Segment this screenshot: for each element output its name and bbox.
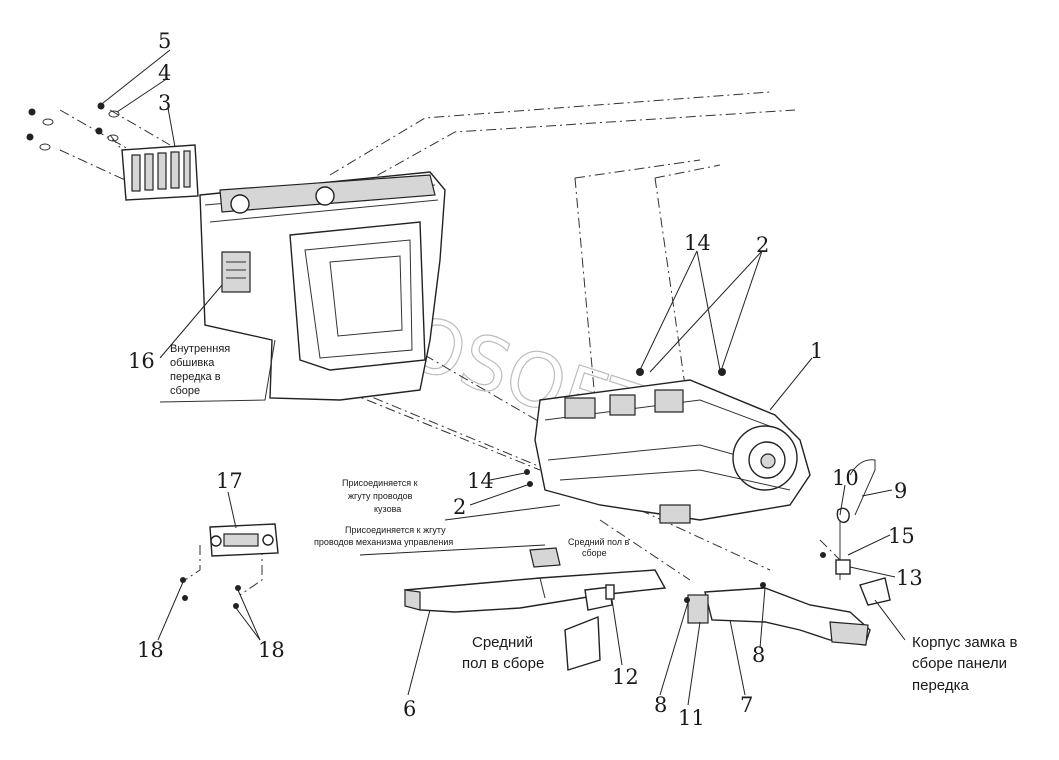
callout-4: 4: [158, 61, 171, 85]
label-middle-floor-small-line2: сборе: [582, 548, 607, 558]
callout-12: 12: [612, 665, 639, 689]
callout-18-left: 18: [137, 638, 164, 662]
callout-7: 7: [740, 693, 753, 717]
projection-lines: [59, 91, 841, 596]
label-inner-trim-line3: передка в: [170, 371, 221, 383]
callout-16: 16: [128, 349, 155, 373]
label-harness-body-line2: жгуту проводов: [348, 491, 413, 501]
callout-2-mid: 2: [453, 495, 466, 519]
callout-2-top: 2: [756, 233, 769, 257]
callout-8-right: 8: [752, 643, 765, 667]
label-middle-floor-line2: пол в сборе: [462, 655, 544, 672]
label-harness-body-line3: кузова: [374, 504, 401, 514]
callout-13: 13: [896, 566, 923, 590]
callout-5: 5: [158, 29, 171, 53]
vent-grille-part-3: [121, 144, 199, 201]
callout-18-right: 18: [258, 638, 285, 662]
label-inner-trim: Внутренняя обшивка передка в сборе: [170, 343, 230, 397]
label-harness-control: Присоединяется к жгуту проводов механизм…: [314, 525, 453, 547]
label-lock-housing-line2: сборе панели: [912, 655, 1007, 672]
middle-floor-bracket: [564, 584, 615, 671]
callout-6: 6: [403, 697, 416, 721]
control-panel-part-17: [209, 523, 279, 557]
callout-10: 10: [832, 466, 859, 490]
label-middle-floor: Средний пол в сборе: [462, 634, 544, 672]
label-inner-trim-line4: сборе: [170, 385, 200, 397]
fasteners-4-5: [26, 102, 120, 151]
label-harness-body: Присоединяется к жгуту проводов кузова: [342, 478, 418, 514]
air-duct-part-7: [684, 582, 871, 646]
label-middle-floor-line1: Средний: [472, 634, 533, 651]
label-harness-control-line2: проводов механизма управления: [314, 537, 453, 547]
label-middle-floor-small: Средний пол в сборе: [568, 537, 630, 558]
callout-14-mid: 14: [467, 469, 494, 493]
inner-trim-panel-part-16: [159, 171, 446, 403]
callout-3: 3: [158, 91, 171, 115]
callout-numbers: 5 4 3 14 2 1 16 14 2 17 10 9 15 13 18 18…: [128, 29, 923, 730]
label-inner-trim-line1: Внутренняя: [170, 343, 230, 355]
screws-part-18: [180, 577, 241, 609]
leader-lines: [102, 49, 906, 706]
callout-1: 1: [810, 339, 823, 363]
hvac-housing-part-1: [534, 368, 811, 524]
callout-11: 11: [678, 706, 705, 730]
label-lock-housing-line1: Корпус замка в: [912, 634, 1017, 651]
connectors-2-14: [524, 469, 561, 568]
label-lock-housing-line3: передка: [912, 677, 969, 694]
label-lock-housing: Корпус замка в сборе панели передка: [912, 634, 1017, 694]
callout-9: 9: [894, 479, 907, 503]
label-middle-floor-small-line1: Средний пол в: [568, 537, 630, 547]
label-harness-body-line1: Присоединяется к: [342, 478, 418, 488]
callout-17: 17: [216, 469, 243, 493]
label-harness-control-line1: Присоединяется к жгуту: [345, 525, 446, 535]
callout-14-top: 14: [684, 231, 711, 255]
label-inner-trim-line2: обшивка: [170, 357, 215, 369]
callout-8-bottom: 8: [654, 693, 667, 717]
air-duct-part-6: [403, 569, 667, 613]
callout-15: 15: [888, 524, 915, 548]
